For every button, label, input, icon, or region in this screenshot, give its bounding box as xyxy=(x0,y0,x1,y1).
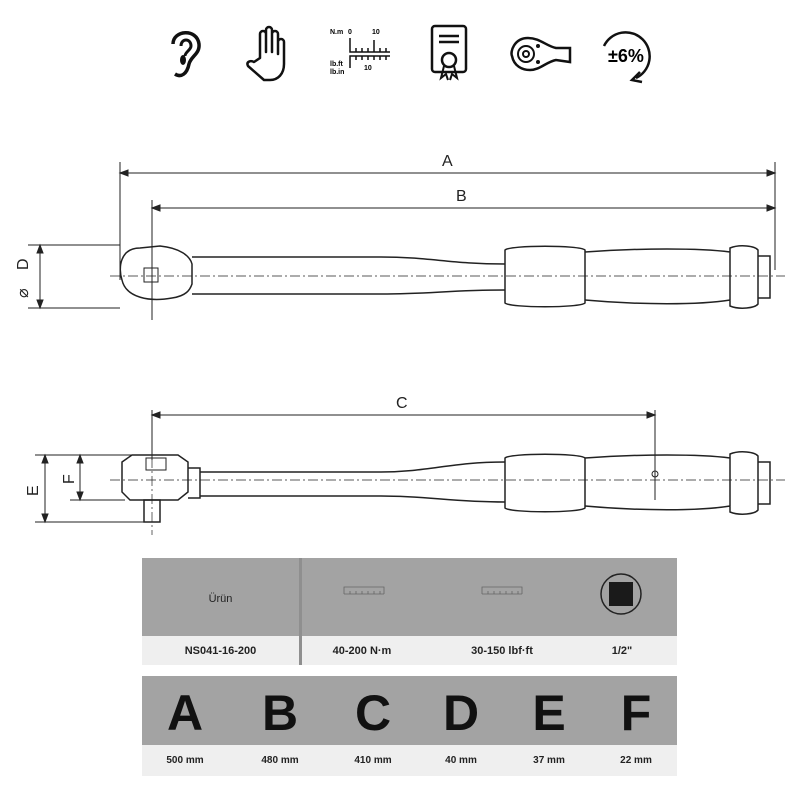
certificate-icon xyxy=(430,24,468,81)
dim-value-c: 410 mm xyxy=(354,755,392,766)
dimension-line-a xyxy=(119,162,776,280)
dimension-line-b xyxy=(151,200,775,320)
dim-letter-a: A xyxy=(166,685,204,741)
diameter-symbol: ⌀ xyxy=(15,288,32,298)
torque-lbfft: 30-150 lbf·ft xyxy=(471,645,533,657)
lbfft-scale-icon xyxy=(481,586,523,595)
dimension-table: A B C D E F 500 mm 480 mm 410 mm 40 mm 3… xyxy=(142,676,677,776)
dim-letter-d: D xyxy=(442,685,480,741)
label-e: E xyxy=(25,485,42,496)
dim-value-b: 480 mm xyxy=(261,755,299,766)
svg-text:lb.in: lb.in xyxy=(330,69,344,76)
svg-text:N.m: N.m xyxy=(330,29,343,36)
spec-table: Ürün NS041-16-200 40-200 N·m 30-150 lbf·… xyxy=(142,558,677,665)
dim-value-d: 40 mm xyxy=(445,755,477,766)
dim-value-a: 500 mm xyxy=(166,755,204,766)
accuracy-icon: ±6% xyxy=(602,31,651,84)
label-d: D xyxy=(15,258,32,270)
drive-size: 1/2" xyxy=(611,645,633,657)
svg-text:0: 0 xyxy=(348,29,352,36)
nm-scale-icon xyxy=(343,586,385,595)
label-f: F xyxy=(61,474,78,484)
label-a: A xyxy=(442,153,453,170)
hand-icon xyxy=(246,25,286,82)
dim-letter-c: C xyxy=(354,685,392,741)
svg-text:10: 10 xyxy=(372,29,380,36)
dim-letter-b: B xyxy=(261,685,299,741)
wrench-drawing: A B C D ⌀ E F xyxy=(15,153,785,535)
dim-value-f: 22 mm xyxy=(620,755,652,766)
svg-text:±6%: ±6% xyxy=(608,46,644,66)
label-b: B xyxy=(456,188,467,205)
ratchet-head-icon xyxy=(510,36,572,72)
dimension-line-d xyxy=(28,244,120,309)
dim-letter-e: E xyxy=(532,685,566,741)
dimension-line-e xyxy=(35,454,145,523)
dim-value-e: 37 mm xyxy=(533,755,565,766)
torque-nm: 40-200 N·m xyxy=(332,645,392,657)
svg-text:lb.ft: lb.ft xyxy=(330,61,343,68)
label-c: C xyxy=(396,395,408,412)
product-code: NS041-16-200 xyxy=(184,645,257,657)
dimension-line-c xyxy=(151,410,656,500)
square-drive-icon xyxy=(600,573,642,615)
header-product: Ürün xyxy=(208,593,233,605)
svg-text:10: 10 xyxy=(364,65,372,72)
ear-icon xyxy=(171,31,201,78)
dim-letter-f: F xyxy=(620,685,652,741)
dual-scale-icon: N.m 0 10 lb.ft lb.in 10 xyxy=(330,29,390,76)
